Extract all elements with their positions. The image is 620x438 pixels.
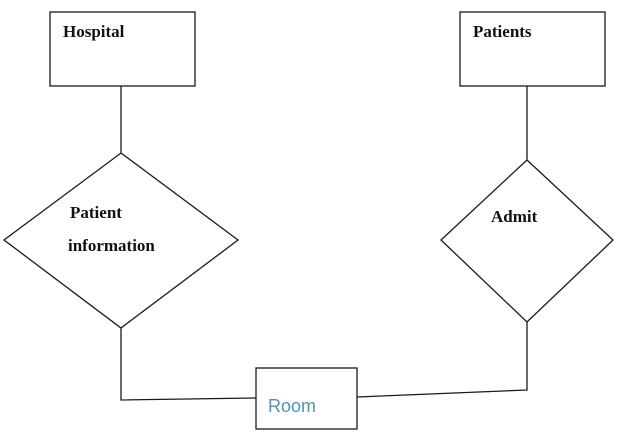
connector-admit-room [356,322,528,398]
entity-room-box [255,367,358,430]
relationship-patient-information-diamond [2,152,240,329]
entity-room-label: Room [268,396,316,416]
relationship-patient-information: Patient information [2,152,240,329]
entity-hospital-box [49,11,196,87]
relationship-patient-information-line1: Patient [70,203,122,222]
entity-patients-box [459,11,606,87]
entity-room: Room [255,367,358,430]
entity-patients-label: Patients [473,22,532,41]
relationship-patient-information-line2: information [68,236,155,255]
entity-hospital-label: Hospital [63,22,125,41]
relationship-admit-diamond [440,159,614,323]
entity-patients: Patients [459,11,606,87]
entity-hospital: Hospital [49,11,196,87]
connector-patient-information-room [120,328,257,401]
relationship-admit-label: Admit [491,207,538,226]
relationship-admit: Admit [440,159,614,323]
